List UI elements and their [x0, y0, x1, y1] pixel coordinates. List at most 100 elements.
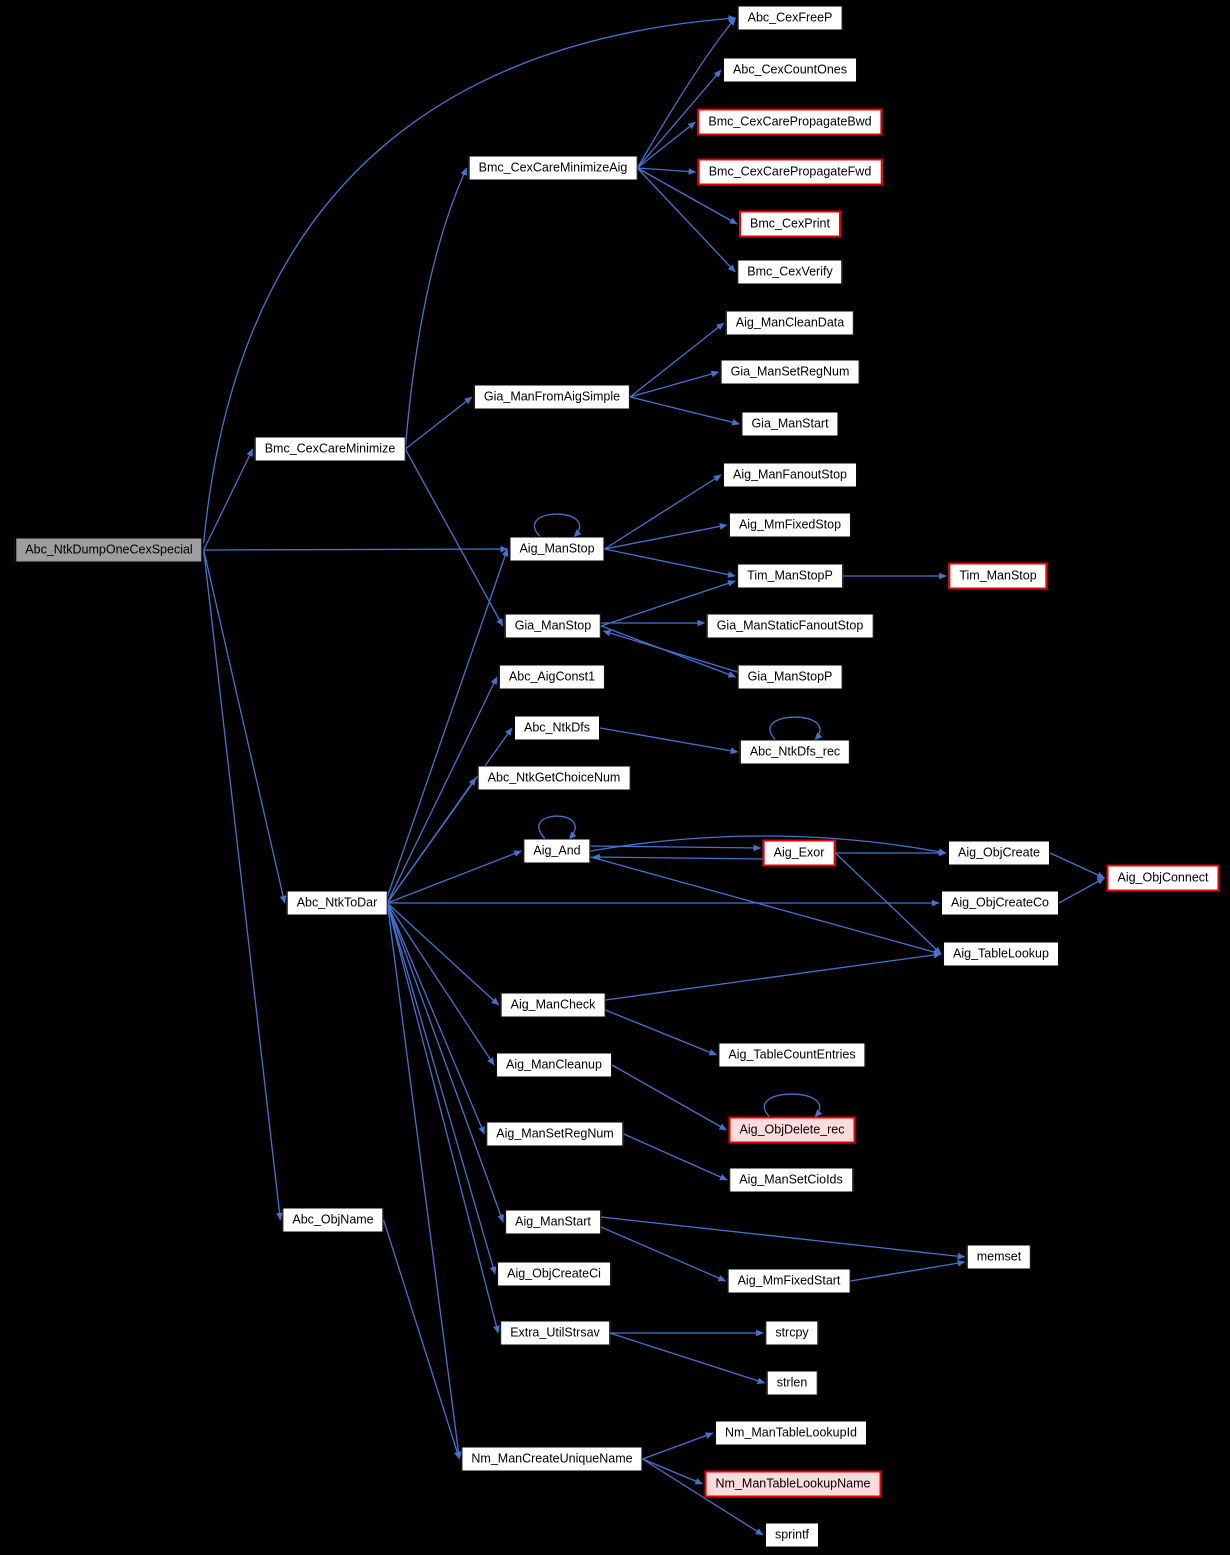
node-giastopp[interactable]: Gia_ManStopP [737, 664, 843, 690]
node-root[interactable]: Abc_NtkDumpOneCexSpecial [14, 536, 204, 564]
edge-fromaig-giasetregnum [629, 370, 720, 398]
edge-nmcreate-nmlookupname [642, 1458, 703, 1485]
node-setcioids[interactable]: Aig_ManSetCioIds [729, 1167, 853, 1193]
edge-aigmanstop-mmfixedstop [604, 523, 728, 550]
node-nmlookupid[interactable]: Nm_ManTableLookupId [714, 1420, 868, 1446]
node-cexcountones[interactable]: Abc_CexCountOnes [723, 57, 857, 83]
edge-minaig-cexverify [636, 167, 736, 273]
node-aigexor[interactable]: Aig_Exor [762, 839, 836, 867]
edge-ntktodar-nmcreate [386, 902, 462, 1460]
node-objcreateci[interactable]: Aig_ObjCreateCi [497, 1261, 611, 1287]
edge-root-cexmin [203, 448, 254, 551]
node-setregnum[interactable]: Aig_ManSetRegNum [486, 1121, 624, 1147]
edge-nmcreate-sprintf [642, 1458, 764, 1536]
node-objcreate[interactable]: Aig_ObjCreate [948, 840, 1050, 866]
edge-aigexor-aigand [592, 853, 763, 861]
node-tablelookup[interactable]: Aig_TableLookup [943, 941, 1059, 967]
node-nmlookupname[interactable]: Nm_ManTableLookupName [704, 1470, 882, 1498]
edge-nmcreate-nmlookupid [642, 1432, 714, 1460]
node-memset[interactable]: memset [966, 1244, 1032, 1270]
edge-ntktodar-mancheck [386, 902, 500, 1006]
edge-root-aigmanstop [203, 545, 508, 553]
edge-minaig-cexprint [637, 167, 738, 225]
edge-objname-nmcreate [383, 1219, 461, 1460]
node-mancleanup[interactable]: Aig_ManCleanup [496, 1052, 612, 1078]
edge-minaig-propfwd [637, 167, 697, 175]
edge-ntkdfs-ntkdfsrec [599, 727, 739, 755]
edge-minaig-cexcountones [636, 69, 722, 169]
node-propbwd[interactable]: Bmc_CexCarePropagateBwd [697, 108, 883, 136]
node-fanoutstop[interactable]: Aig_ManFanoutStop [723, 462, 857, 488]
edge-ntktodar-aigmanstop [386, 548, 509, 898]
node-giastart[interactable]: Gia_ManStart [741, 411, 839, 437]
node-sprintf[interactable]: sprintf [764, 1522, 820, 1548]
node-mmfixedstart[interactable]: Aig_MmFixedStart [727, 1268, 851, 1294]
node-giastop[interactable]: Gia_ManStop [504, 613, 602, 639]
node-ntkdfsrec[interactable]: Abc_NtkDfs_rec [739, 739, 851, 765]
node-getchoice[interactable]: Abc_NtkGetChoiceNum [477, 765, 631, 791]
node-giasetregnum[interactable]: Gia_ManSetRegNum [720, 359, 860, 385]
node-nmcreate[interactable]: Nm_ManCreateUniqueName [461, 1446, 643, 1472]
edge-cexmin-fromaig [404, 396, 473, 450]
edge-ntktodar-aigand [387, 850, 522, 904]
node-fromaig[interactable]: Gia_ManFromAigSimple [473, 384, 631, 410]
node-cexmin[interactable]: Bmc_CexCareMinimize [254, 436, 406, 462]
node-objconnect[interactable]: Aig_ObjConnect [1106, 864, 1220, 892]
edge-aigmanstop-timstopp [604, 548, 736, 578]
edge-objcreate-objconnect [1049, 852, 1105, 879]
edge-aigand-tablelookup [590, 856, 942, 956]
edge-ntktodar-aigconst1 [386, 676, 498, 904]
node-ntkdfs[interactable]: Abc_NtkDfs [514, 715, 600, 741]
node-timstopp[interactable]: Tim_ManStopP [737, 563, 843, 589]
edge-root-cexfreep [203, 15, 737, 544]
node-aigmanstop[interactable]: Aig_ManStop [509, 536, 605, 562]
node-cexprint[interactable]: Bmc_CexPrint [739, 210, 841, 238]
node-minaig[interactable]: Bmc_CexCareMinimizeAig [468, 155, 638, 181]
edge-setregnum-setcioids [623, 1133, 728, 1181]
edge-ntktodar-aigmanstart [386, 902, 504, 1223]
edge-ntktodar-objcreateci [386, 902, 497, 1275]
node-aigand[interactable]: Aig_And [523, 838, 591, 864]
node-tablecount[interactable]: Aig_TableCountEntries [718, 1042, 866, 1068]
edge-fromaig-cleandata [629, 322, 725, 398]
node-timstop[interactable]: Tim_ManStop [948, 562, 1048, 590]
edge-objdelete-objdelete [763, 1093, 823, 1118]
node-propfwd[interactable]: Bmc_CexCarePropagateFwd [697, 158, 883, 186]
node-mancheck[interactable]: Aig_ManCheck [500, 992, 606, 1018]
edge-mancleanup-objdelete [611, 1064, 727, 1131]
edge-objcreateco-objconnect [1058, 877, 1105, 904]
node-cexfreep[interactable]: Abc_CexFreeP [737, 5, 843, 31]
node-extrastrsav[interactable]: Extra_UtilStrsav [500, 1320, 610, 1346]
edge-extrastrsav-strlen [609, 1332, 766, 1385]
edge-aigexor-tablelookup [834, 852, 942, 955]
node-strcpy[interactable]: strcpy [765, 1320, 819, 1346]
edge-ntktodar-getchoice [386, 777, 477, 904]
edge-root-ntktodar [203, 549, 287, 904]
edge-ntktodar-setregnum [386, 902, 485, 1135]
edge-mancheck-tablecount [605, 1009, 717, 1056]
node-objdelete[interactable]: Aig_ObjDelete_rec [728, 1116, 856, 1144]
node-objcreateco[interactable]: Aig_ObjCreateCo [941, 890, 1059, 916]
node-cexverify[interactable]: Bmc_CexVerify [737, 259, 843, 285]
edge-cexmin-minaig [404, 167, 468, 450]
edge-aigand-aigand [538, 815, 577, 840]
edge-aigmanstart-mmfixedstart [600, 1226, 726, 1282]
edge-aigmanstop-fanoutstop [604, 474, 722, 550]
node-aigmanstart[interactable]: Aig_ManStart [505, 1209, 601, 1235]
node-cleandata[interactable]: Aig_ManCleanData [725, 310, 855, 336]
node-giastaticfanout[interactable]: Gia_ManStaticFanoutStop [706, 613, 874, 639]
node-mmfixedstop[interactable]: Aig_MmFixedStop [728, 512, 852, 538]
edge-giastopp-giastop [602, 629, 738, 673]
edge-aigand-objcreate [590, 835, 947, 855]
node-objname[interactable]: Abc_ObjName [282, 1207, 384, 1233]
edge-ntktodar-extrastrsav [386, 902, 500, 1334]
edge-mmfixedstart-memset [850, 1259, 966, 1282]
edge-fromaig-giastart [629, 396, 740, 426]
edge-ntktodar-mancleanup [386, 902, 495, 1066]
node-ntktodar[interactable]: Abc_NtkToDar [286, 890, 388, 916]
edge-giastop-timstopp [601, 580, 736, 627]
node-aigconst1[interactable]: Abc_AigConst1 [498, 664, 606, 690]
node-strlen[interactable]: strlen [766, 1370, 818, 1396]
